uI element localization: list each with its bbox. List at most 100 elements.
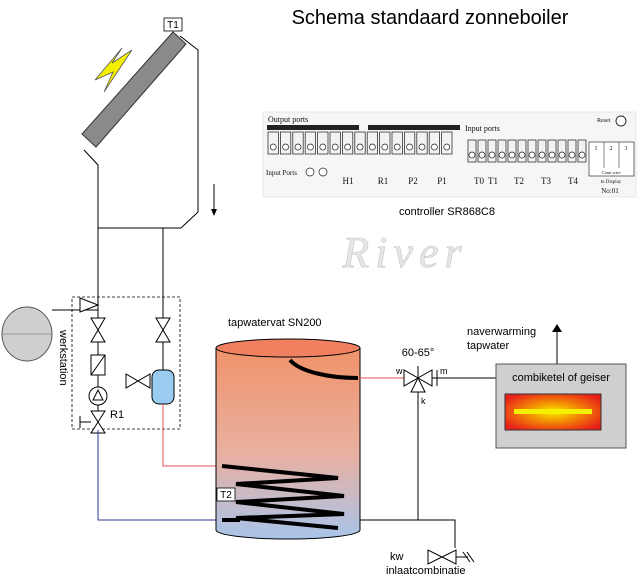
input-ports-side-label: Input Ports — [266, 169, 297, 177]
up-arrow-icon — [552, 324, 562, 332]
terminal-port — [341, 131, 354, 155]
terminal-port — [577, 139, 587, 163]
terminal-screw-icon — [282, 143, 289, 151]
terminal-screw-icon — [558, 151, 566, 159]
storage-tank — [215, 338, 361, 540]
sun-bolt-icon — [94, 47, 133, 93]
side-col-1: 1 — [595, 146, 598, 152]
naverwarming-label-1: naverwarming — [467, 326, 536, 338]
t2-sensor — [216, 487, 236, 502]
cold-inlet-pipe — [418, 519, 456, 548]
group-r1: R1 — [378, 176, 389, 186]
t2-label: T2 — [220, 490, 232, 501]
terminal-port — [391, 131, 403, 155]
terminal-port — [292, 131, 304, 155]
watermark: River — [341, 228, 467, 277]
terminal-port — [467, 139, 477, 163]
pump-label: R1 — [110, 409, 124, 421]
terminal-port — [507, 139, 517, 163]
terminal-port — [567, 139, 577, 163]
werkstation-left-column — [79, 297, 108, 434]
terminal-screw-icon — [488, 151, 496, 159]
terminal-screw-icon — [418, 143, 426, 151]
hot-supply-pipe — [162, 404, 222, 467]
terminal-port — [354, 131, 366, 155]
controller-panel: Output ports Input ports Reset Input Por… — [262, 111, 637, 198]
terminal-port — [487, 139, 497, 163]
terminal-screw-icon — [548, 151, 556, 159]
terminal-port — [279, 131, 292, 155]
terminal-port — [527, 139, 537, 163]
werkstation-label: werkstation — [57, 329, 69, 386]
terminal-port — [477, 139, 487, 163]
terminal-port — [317, 131, 329, 155]
group-p1: P1 — [437, 176, 447, 186]
combi-boiler — [495, 363, 627, 449]
mixer-w-label: w — [395, 366, 403, 376]
terminal-screw-icon — [369, 143, 376, 151]
terminal-port — [441, 131, 453, 155]
terminal-screw-icon — [508, 151, 516, 159]
boiler-label: combiketel of geiser — [512, 372, 610, 384]
t1-label: T1 — [167, 20, 179, 31]
controller-label: controller SR868C8 — [399, 206, 495, 218]
inlaat-label: inlaatcombinatie — [386, 565, 466, 577]
reset-label: Reset — [597, 118, 611, 124]
terminal-port — [428, 131, 441, 155]
expansion-vessel — [1, 306, 98, 362]
group-t3: T3 — [541, 176, 551, 186]
terminal-port — [366, 131, 379, 155]
terminal-port — [379, 131, 391, 155]
terminal-port — [403, 131, 416, 155]
page-title: Schema standaard zonneboiler — [292, 7, 569, 29]
input-ports-label: Input ports — [465, 124, 500, 133]
tank-label: tapwatervat SN200 — [228, 317, 322, 329]
terminal-screw-icon — [498, 151, 506, 159]
group-t1: T1 — [488, 176, 498, 186]
output-ports-label: Output ports — [268, 115, 308, 124]
terminal-screw-icon — [478, 151, 486, 159]
terminal-screw-icon — [406, 143, 413, 151]
terminal-port — [557, 139, 567, 163]
terminal-screw-icon — [431, 143, 438, 151]
terminal-screw-icon — [528, 151, 536, 159]
group-t2: T2 — [514, 176, 524, 186]
terminal-port — [517, 139, 527, 163]
ground-icon — [318, 167, 328, 177]
reset-button-icon — [615, 115, 627, 127]
naverwarming-label-2: tapwater — [467, 340, 510, 352]
werkstation-box — [71, 296, 181, 430]
mixer-k-label: k — [421, 396, 426, 406]
terminal-port — [304, 131, 317, 155]
terminal-screw-icon — [443, 143, 451, 151]
mixer-m-label: m — [440, 366, 448, 376]
terminal-screw-icon — [269, 143, 277, 151]
cold-return-pipe — [97, 430, 222, 521]
flow-arrow-icon — [211, 184, 217, 216]
terminal-screw-icon — [319, 143, 327, 151]
ground-icon — [305, 167, 315, 177]
mixing-valve — [403, 366, 438, 393]
terminal-screw-icon — [518, 151, 526, 159]
terminal-screw-icon — [568, 151, 576, 159]
group-p2: P2 — [408, 176, 418, 186]
serial-label: No:01 — [601, 187, 619, 195]
terminal-screw-icon — [381, 143, 389, 151]
terminal-screw-icon — [331, 143, 339, 151]
werkstation-right-column — [125, 300, 175, 405]
terminal-screw-icon — [356, 143, 364, 151]
terminal-screw-icon — [294, 143, 302, 151]
solar-collector — [81, 31, 187, 148]
terminal-port — [497, 139, 507, 163]
group-t0: T0 — [474, 176, 484, 186]
output-port-row — [267, 131, 453, 155]
terminal-port — [537, 139, 547, 163]
group-h1: H1 — [343, 176, 354, 186]
terminal-screw-icon — [307, 143, 314, 151]
terminal-screw-icon — [393, 143, 401, 151]
input-port-row — [467, 139, 587, 163]
terminal-port — [267, 131, 279, 155]
side-col-2: 2 — [610, 146, 613, 152]
group-t4: T4 — [568, 176, 578, 186]
